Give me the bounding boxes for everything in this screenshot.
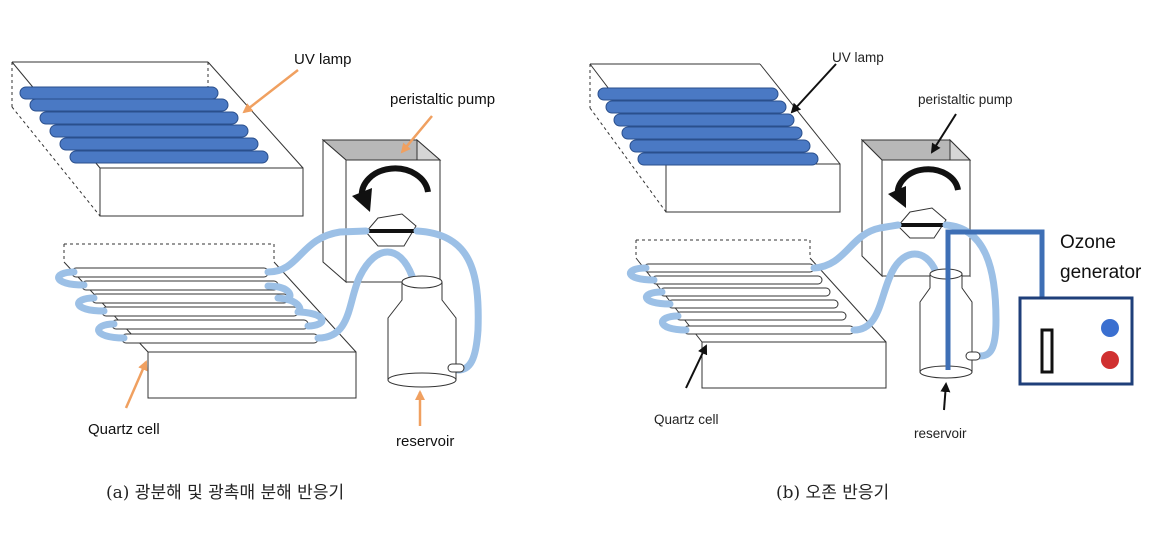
uv-lamp-tubes-a bbox=[19, 86, 269, 164]
pump-arrow-b bbox=[930, 113, 957, 154]
panel-b: UV lamp peristaltic pump bbox=[589, 50, 1142, 503]
ozone-label-line2: generator bbox=[1060, 262, 1142, 283]
uv-lamp-tubes-b bbox=[597, 87, 819, 166]
uv-lamp-box-a bbox=[11, 61, 304, 217]
ozone-feed-line bbox=[945, 229, 1045, 370]
blue-knob-icon bbox=[1101, 319, 1119, 337]
quartz-arrow-a bbox=[124, 360, 148, 409]
ozone-label-line1: Ozone bbox=[1060, 232, 1116, 253]
panel-a: UV lamp peristaltic pump bbox=[11, 51, 495, 503]
red-knob-icon bbox=[1101, 351, 1119, 369]
tubing-a bbox=[55, 227, 482, 374]
quartz-arrow-b bbox=[685, 344, 708, 389]
quartz-tubes-a bbox=[71, 267, 319, 344]
uv-lamp-arrow-b bbox=[790, 63, 837, 114]
quartz-tubes-b bbox=[643, 263, 855, 335]
pump-label-a: peristaltic pump bbox=[390, 91, 495, 108]
caption-b: (b) 오존 반응기 bbox=[776, 483, 889, 503]
rotation-arrow-icon bbox=[358, 165, 431, 199]
reservoir-arrow-b bbox=[940, 382, 951, 411]
ozone-generator bbox=[1018, 296, 1134, 386]
uv-lamp-arrow-a bbox=[242, 69, 299, 114]
pump-arrow-a bbox=[400, 115, 433, 154]
reservoir-label-a: reservoir bbox=[396, 433, 454, 450]
pump-label-b: peristaltic pump bbox=[918, 92, 1013, 107]
uv-lamp-label-a: UV lamp bbox=[294, 51, 352, 68]
uv-lamp-label-b: UV lamp bbox=[832, 50, 884, 65]
reservoir-a bbox=[387, 275, 465, 388]
rotation-arrow-icon-b bbox=[894, 166, 961, 197]
reservoir-label-b: reservoir bbox=[914, 426, 967, 441]
quartz-label-a: Quartz cell bbox=[88, 421, 160, 438]
pump-a bbox=[321, 138, 442, 284]
quartz-label-b: Quartz cell bbox=[654, 412, 719, 427]
tubing-b bbox=[627, 221, 1000, 360]
caption-a: (a) 광분해 및 광촉매 분해 반응기 bbox=[106, 483, 344, 503]
